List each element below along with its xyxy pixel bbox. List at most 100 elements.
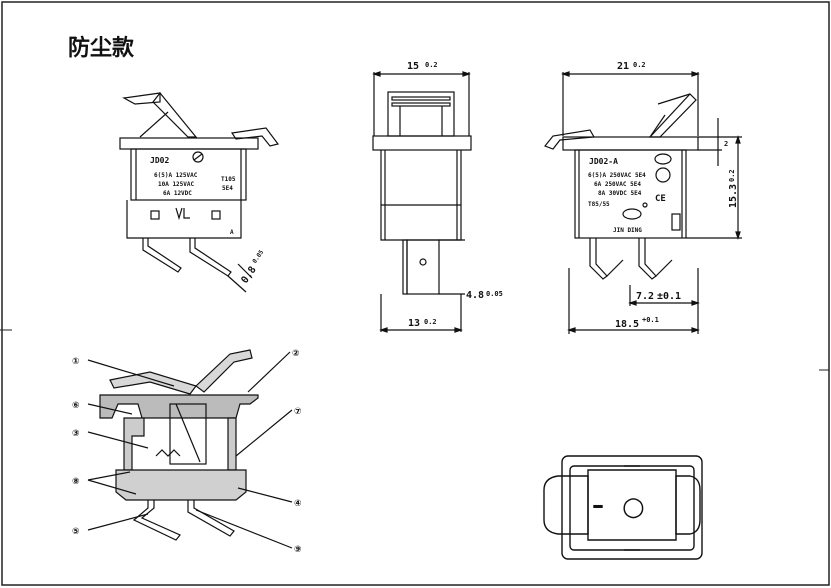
callout-9: ⑨ (294, 545, 302, 555)
vde-mark-icon (654, 153, 672, 165)
rear-brand: JIN DING (613, 227, 642, 234)
callout-7: ⑦ (294, 407, 302, 417)
side-bottom-dim-tol: 0.2 (424, 318, 437, 326)
svg-text:0.05: 0.05 (251, 249, 265, 265)
rear-view (544, 71, 742, 334)
section-rocker-right (195, 349, 253, 393)
page-title: 防尘款 (68, 36, 135, 61)
rear-pitch-dim: 7.2 (636, 291, 654, 302)
rear-rocker-arm (648, 93, 697, 138)
front-housing (130, 148, 247, 201)
section-mechanism (169, 403, 207, 465)
side-terminal-dim: 4.8 (466, 290, 484, 301)
section-callouts: ① ② ③ ④ ⑤ ⑥ ⑦ ⑧ ⑨ (72, 349, 302, 555)
rear-housing (574, 149, 687, 239)
rear-bottom-dim: 18.5 (615, 319, 639, 330)
front-rating-3: 6A 12VDC (163, 190, 192, 197)
rear-pitch-arrows (628, 300, 700, 306)
front-terminal-left (142, 238, 182, 273)
section-plunger (175, 403, 201, 463)
rocker-link (139, 111, 169, 138)
front-model-label: JD02 (150, 156, 169, 165)
leader-6 (87, 403, 133, 415)
rocker-left-tip (122, 92, 161, 105)
rear-top-dim-tol: 0.2 (633, 61, 646, 69)
section-terminal-right (187, 500, 235, 537)
section-spring (155, 449, 181, 457)
top-view (543, 455, 703, 560)
rear-temp-code: T85/55 (588, 201, 610, 208)
window-right (211, 210, 221, 220)
leader-3 (87, 431, 149, 449)
side-terminal-edge (402, 239, 408, 295)
callout-4: ④ (294, 499, 302, 509)
rear-rocker-left (544, 129, 595, 150)
svg-text:0.2: 0.2 (728, 169, 736, 182)
rear-rating-2: 6A 250VAC 5E4 (594, 181, 641, 188)
rear-circle-mark-icon (655, 167, 671, 183)
leader-5 (87, 513, 149, 531)
rear-terminal-right-tip (655, 259, 673, 277)
side-view-text: 15 0.2 4.8 0.05 13 0.2 (407, 61, 503, 329)
leader-8a (87, 471, 131, 481)
callout-2: ② (292, 349, 300, 359)
window-left (150, 210, 160, 220)
leader-1 (87, 359, 175, 387)
rear-terminal-left-tip (606, 259, 624, 277)
rear-small-dot (642, 202, 648, 208)
brand-logo-icon (622, 208, 642, 220)
side-top-arrows (372, 71, 471, 77)
section-view (87, 349, 293, 549)
screw-slot (193, 153, 203, 161)
leader-8b (87, 479, 137, 495)
rear-height-dimension: 15.3 0.2 (728, 169, 739, 208)
rear-bottom-dim-tol: +0.1 (642, 316, 659, 324)
section-wall-right (227, 417, 237, 471)
rear-bottom-arrows (567, 327, 700, 333)
rear-terminal-left (589, 238, 608, 280)
rear-ce-mark: CE (655, 194, 666, 204)
front-lower-body (126, 200, 242, 239)
side-top-dim-tol: 0.2 (425, 61, 438, 69)
callout-6: ⑥ (72, 401, 80, 411)
screw-circle (192, 151, 204, 163)
front-view (119, 92, 280, 293)
ul-mark-icon (175, 207, 190, 221)
front-flange (119, 137, 259, 150)
section-base (115, 469, 247, 501)
rocker-arm-left (152, 92, 198, 138)
side-terminal-hole (419, 258, 427, 266)
rear-rocker-tip (657, 93, 691, 105)
rear-model-label: JD02-A (589, 157, 618, 166)
side-actuator-band-1 (391, 96, 451, 101)
leader-2 (247, 351, 291, 393)
leader-4 (237, 487, 293, 503)
front-temp-code: T105 (221, 176, 236, 183)
side-top-dim: 15 (407, 61, 419, 72)
rear-view-text: 21 0.2 JD02-A 6(5)A 250VAC 5E4 6A 250VAC… (588, 61, 739, 330)
rear-small-dim: 2 (724, 140, 728, 148)
rear-flange (562, 136, 699, 151)
front-pin-dimension: 0.8 0.05 (239, 249, 265, 286)
side-actuator-band-2 (391, 102, 451, 107)
callout-1: ① (72, 357, 80, 367)
top-view-rocker-left (543, 475, 589, 535)
side-flange (372, 135, 472, 151)
front-rating-1: 6(5)A 125VAC (154, 172, 198, 179)
top-view-rocker-body (587, 469, 677, 541)
rear-terminal-right (638, 238, 657, 280)
rear-rocker-link (649, 114, 666, 138)
section-terminal-left (132, 500, 181, 541)
top-view-rocker-right (675, 475, 701, 535)
callout-5: ⑤ (72, 527, 80, 537)
pin-dim-line-a (227, 275, 247, 293)
callout-8: ⑧ (72, 477, 80, 487)
callout-3: ③ (72, 429, 80, 439)
side-terminal-dim-tol: 0.05 (486, 290, 503, 298)
rear-rating-3: 8A 30VDC 5E4 (598, 190, 642, 197)
side-actuator (387, 91, 455, 137)
rear-top-dim: 21 (617, 61, 629, 72)
